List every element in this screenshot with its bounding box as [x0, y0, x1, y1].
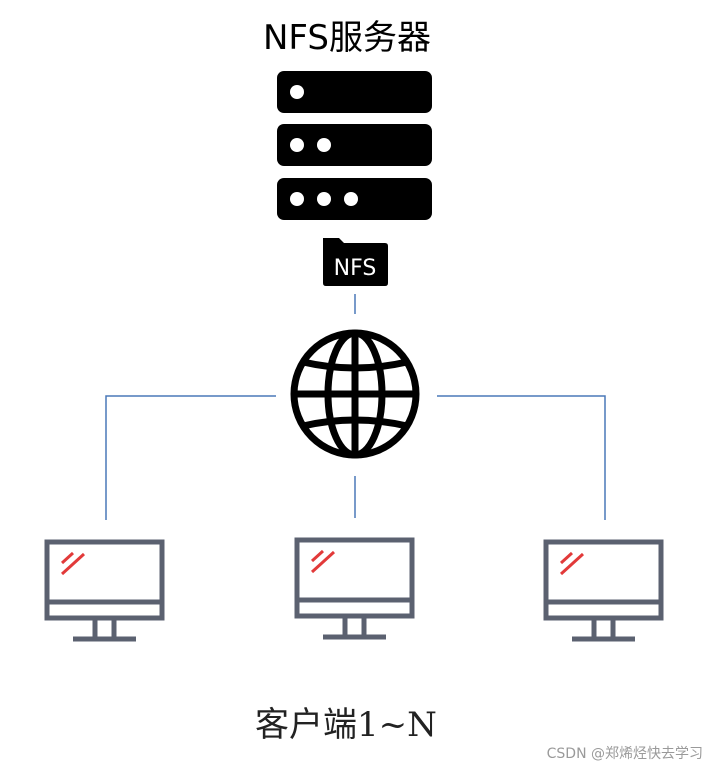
server-rack-icon — [277, 71, 432, 220]
desktop-monitor-icon — [546, 542, 661, 639]
server-unit-1 — [277, 71, 432, 113]
server-unit-2 — [277, 124, 432, 166]
clients-label: 客户端1~N — [255, 705, 437, 745]
nfs-folder-icon: NFS — [323, 238, 388, 286]
connector-client-left — [105, 395, 276, 520]
nfs-badge-label: NFS — [334, 256, 377, 281]
connector-client-right — [437, 395, 606, 520]
desktop-monitor-icon — [297, 540, 412, 637]
server-title: NFS服务器 — [263, 18, 431, 58]
network-connectors — [105, 294, 606, 520]
csdn-watermark: CSDN @郑烯烃快去学习 — [546, 746, 703, 762]
desktop-monitor-icon — [47, 542, 162, 639]
server-indicator-lights — [290, 85, 358, 206]
globe-network-icon — [290, 329, 420, 459]
